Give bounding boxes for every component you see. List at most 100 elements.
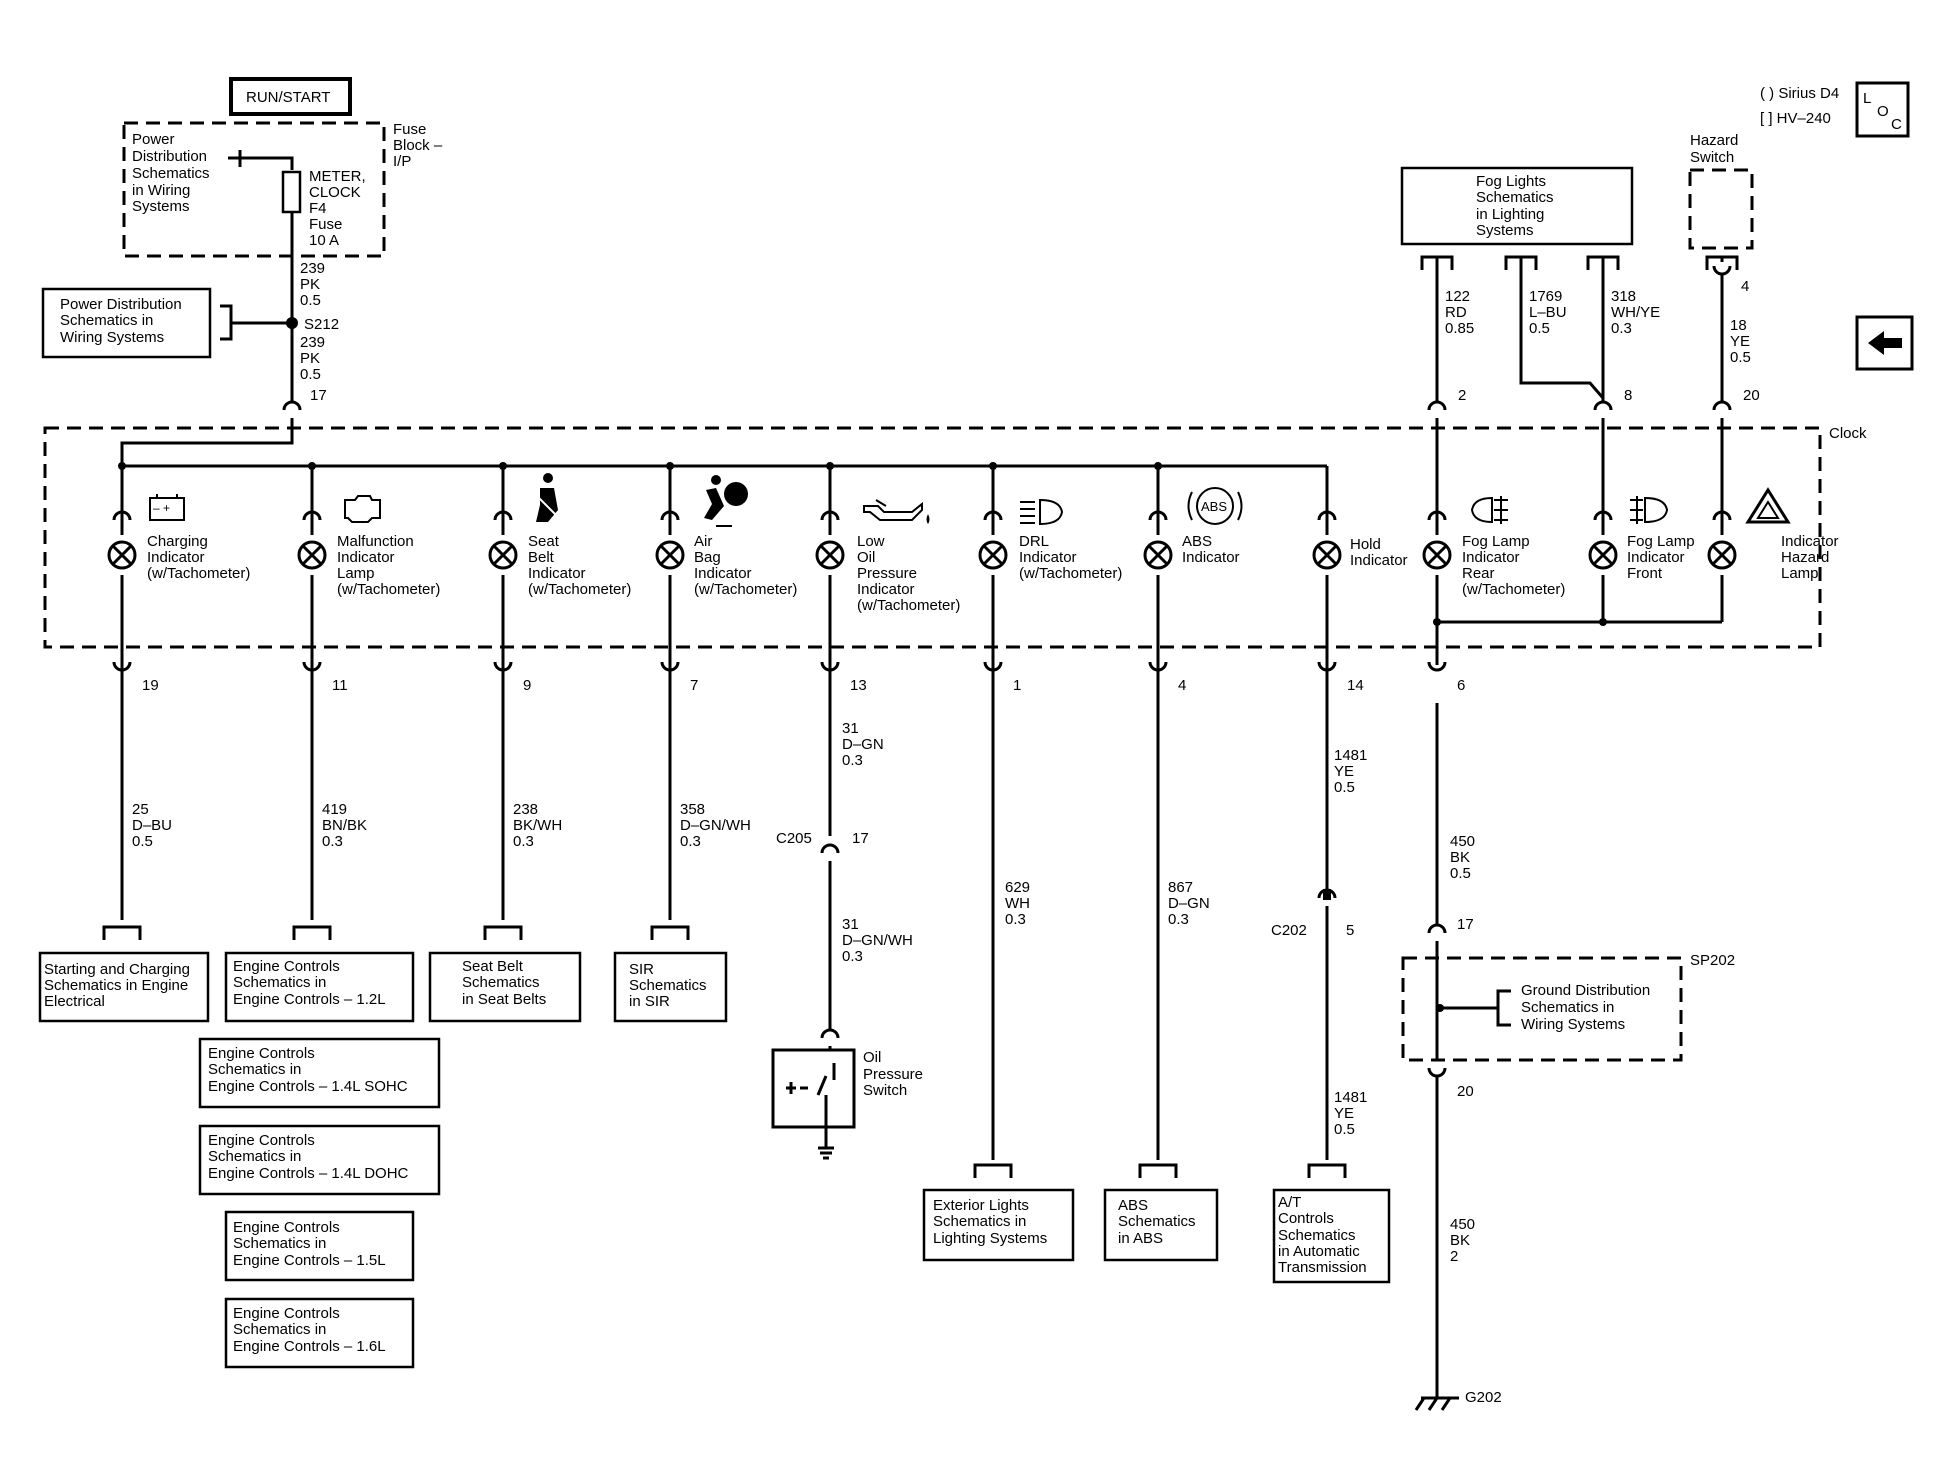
svg-text:Indicator: Indicator (1182, 549, 1240, 566)
svg-text:419: 419 (322, 801, 347, 818)
svg-text:in Automatic: in Automatic (1278, 1243, 1360, 1260)
svg-text:Engine Controls: Engine Controls (208, 1045, 315, 1062)
lamp-seat-belt-indicator (488, 540, 518, 570)
svg-text:Starting and Charging: Starting and Charging (44, 961, 190, 978)
svg-text:Schematics: Schematics (132, 165, 210, 182)
indicator-label-air-bag: Air Bag Indicator (w/Tachometer) (694, 533, 797, 598)
svg-text:31: 31 (842, 720, 859, 737)
svg-text:Air: Air (694, 533, 712, 550)
splice-s212-label: S212 (304, 316, 339, 333)
dest-engine-controls-1-4l-sohc[interactable]: Engine Controls Schematics in Engine Con… (208, 1045, 408, 1095)
dest-automatic-transmission[interactable]: A/T Controls Schematics in Automatic Tra… (1278, 1194, 1367, 1276)
dest-engine-controls-1-4l-dohc[interactable]: Engine Controls Schematics in Engine Con… (208, 1132, 409, 1182)
oil-can-icon (863, 499, 930, 524)
svg-text:(w/Tachometer): (w/Tachometer) (147, 565, 250, 582)
clock-pin-charging: 19 (142, 677, 159, 694)
svg-text:in ABS: in ABS (1118, 1230, 1163, 1247)
lamp-malfunction-indicator (297, 540, 327, 570)
svg-text:1481: 1481 (1334, 747, 1367, 764)
wire-358: 358 D–GN/WH 0.3 (680, 801, 751, 850)
svg-text:METER,: METER, (309, 168, 366, 185)
clock-pin-hold: 14 (1347, 677, 1364, 694)
indicator-label-abs: ABS Indicator (1182, 533, 1240, 566)
svg-text:SIR: SIR (629, 961, 654, 978)
svg-text:Engine Controls: Engine Controls (233, 958, 340, 975)
svg-text:Wiring Systems: Wiring Systems (60, 329, 164, 346)
svg-text:WH: WH (1005, 895, 1030, 912)
svg-text:Oil: Oil (857, 549, 875, 566)
svg-text:BK/WH: BK/WH (513, 817, 562, 834)
dest-seat-belts[interactable]: Seat Belt Schematics in Seat Belts (462, 958, 546, 1008)
power-distribution-link-splice[interactable]: Power Distribution Schematics in Wiring … (60, 296, 182, 346)
svg-text:(w/Tachometer): (w/Tachometer) (528, 581, 631, 598)
svg-text:Oil: Oil (863, 1049, 881, 1066)
svg-text:Indicator: Indicator (1781, 533, 1839, 550)
svg-text:Switch: Switch (863, 1082, 907, 1099)
svg-text:CLOCK: CLOCK (309, 184, 361, 201)
wire-239-top: 239 PK 0.5 (300, 260, 325, 309)
battery-icon: – + (149, 494, 185, 521)
lamp-charging-indicator (107, 540, 137, 570)
svg-text:867: 867 (1168, 879, 1193, 896)
ground-pin-20: 20 (1457, 1083, 1474, 1100)
svg-text:1769: 1769 (1529, 288, 1562, 305)
svg-text:Indicator: Indicator (147, 549, 205, 566)
svg-text:Indicator: Indicator (1462, 549, 1520, 566)
dest-starting-charging[interactable]: Starting and Charging Schematics in Engi… (44, 961, 190, 1010)
svg-text:(w/Tachometer): (w/Tachometer) (857, 597, 960, 614)
svg-text:Schematics in: Schematics in (933, 1213, 1026, 1230)
dest-abs[interactable]: ABS Schematics in ABS (1118, 1197, 1196, 1247)
dest-engine-controls-1-6l[interactable]: Engine Controls Schematics in Engine Con… (233, 1305, 386, 1355)
sp202-splice-pack (1401, 956, 1683, 1062)
svg-text:Lamp: Lamp (337, 565, 375, 582)
fog-lights-schematics-link[interactable]: Fog Lights Schematics in Lighting System… (1476, 173, 1554, 239)
svg-text:BK: BK (1450, 1232, 1470, 1249)
power-distribution-link-top[interactable]: Power Distribution Schematics in Wiring … (132, 131, 210, 215)
legend-hv: [ ] HV–240 (1760, 110, 1831, 127)
svg-text:D–GN/WH: D–GN/WH (842, 932, 913, 949)
svg-text:0.5: 0.5 (300, 366, 321, 383)
svg-text:629: 629 (1005, 879, 1030, 896)
svg-text:Seat Belt: Seat Belt (462, 958, 524, 975)
svg-text:D–GN/WH: D–GN/WH (680, 817, 751, 834)
svg-text:Schematics: Schematics (1118, 1213, 1196, 1230)
oil-switch-label: Oil Pressure Switch (863, 1049, 923, 1099)
ground-distribution-link[interactable]: Ground Distribution Schematics in Wiring… (1521, 982, 1650, 1033)
svg-text:C: C (1891, 116, 1902, 133)
svg-text:1481: 1481 (1334, 1089, 1367, 1106)
svg-text:Engine Controls – 1.4L SOHC: Engine Controls – 1.4L SOHC (208, 1078, 408, 1095)
svg-text:0.3: 0.3 (513, 833, 534, 850)
clock-pin-fog-rear: 6 (1457, 677, 1465, 694)
svg-text:YE: YE (1334, 1105, 1354, 1122)
dest-engine-controls-1-5l[interactable]: Engine Controls Schematics in Engine Con… (233, 1219, 386, 1269)
svg-text:0.5: 0.5 (300, 292, 321, 309)
dest-engine-controls-1-2l[interactable]: Engine Controls Schematics in Engine Con… (233, 958, 386, 1008)
svg-text:Indicator: Indicator (1019, 549, 1077, 566)
oil-pressure-switch (771, 1048, 856, 1129)
svg-text:YE: YE (1334, 763, 1354, 780)
lamp-fog-front-indicator (1588, 540, 1618, 570)
dest-sir[interactable]: SIR Schematics in SIR (629, 961, 707, 1010)
svg-text:0.85: 0.85 (1445, 320, 1474, 337)
svg-text:PK: PK (300, 350, 320, 367)
pin-2-fog: 2 (1458, 387, 1466, 404)
svg-text:Engine Controls: Engine Controls (208, 1132, 315, 1149)
svg-text:0.5: 0.5 (1730, 349, 1751, 366)
svg-text:in Wiring: in Wiring (132, 182, 190, 199)
svg-text:Power: Power (132, 131, 175, 148)
meter-clock-fuse (281, 170, 302, 214)
lamp-abs-indicator (1143, 540, 1173, 570)
clock-pin-low-oil: 13 (850, 677, 867, 694)
svg-text:Systems: Systems (132, 198, 190, 215)
svg-text:Seat: Seat (528, 533, 560, 550)
svg-text:Electrical: Electrical (44, 993, 105, 1010)
svg-text:0.3: 0.3 (842, 752, 863, 769)
loc-badge: L O C (1863, 90, 1902, 133)
svg-text:Hazard: Hazard (1690, 132, 1738, 149)
dest-exterior-lights[interactable]: Exterior Lights Schematics in Lighting S… (933, 1197, 1047, 1247)
svg-text:Schematics: Schematics (1476, 189, 1554, 206)
fog-lamp-front-icon (1630, 496, 1669, 524)
svg-text:Lamp: Lamp (1781, 565, 1819, 582)
svg-text:Charging: Charging (147, 533, 208, 550)
airbag-icon (704, 475, 748, 527)
